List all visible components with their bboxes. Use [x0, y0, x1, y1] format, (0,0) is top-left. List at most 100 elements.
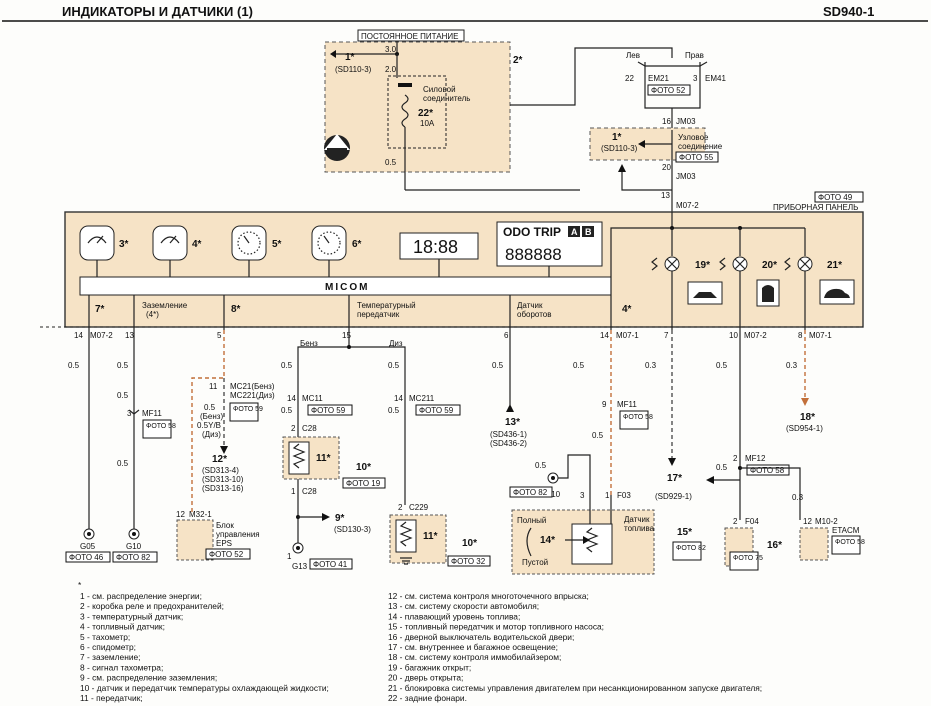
svg-text:2: 2: [291, 424, 296, 433]
svg-text:1: 1: [291, 487, 296, 496]
legend-item: 18 - см. систему контроля иммобилайзером…: [388, 652, 561, 662]
ref-2: 2*: [513, 55, 523, 66]
svg-text:(Диз): (Диз): [202, 430, 221, 439]
svg-text:(Бенз): (Бенз): [200, 412, 223, 421]
lower-wiring: 0.5 G05 ФОТО 46 0.5 0.5 3 MF11 ФОТО 58 0…: [65, 330, 865, 575]
svg-text:16: 16: [662, 117, 671, 126]
svg-text:ФОТО 59: ФОТО 59: [419, 406, 454, 415]
svg-text:12: 12: [176, 510, 185, 519]
svg-text:0.3: 0.3: [786, 361, 798, 370]
svg-text:11: 11: [209, 382, 218, 391]
svg-text:EM41: EM41: [705, 74, 726, 83]
svg-text:F04: F04: [745, 517, 759, 526]
legend-item: 10 - датчик и передатчик температуры охл…: [80, 683, 329, 693]
svg-text:Узловое: Узловое: [678, 133, 709, 142]
legend-item: 1 - см. распределение энергии;: [80, 591, 202, 601]
svg-text:0.5: 0.5: [716, 361, 728, 370]
arrow-down-icon: [668, 458, 676, 466]
svg-text:0.5: 0.5: [385, 158, 397, 167]
svg-text:0.3: 0.3: [792, 493, 804, 502]
svg-text:M07-2: M07-2: [676, 201, 699, 210]
svg-text:MF12: MF12: [745, 454, 766, 463]
foto-58-tag: [142, 419, 172, 439]
legend-item: 5 - тахометр;: [80, 632, 130, 642]
svg-text:3: 3: [127, 409, 132, 418]
svg-text:G05: G05: [80, 542, 96, 551]
svg-text:5*: 5*: [272, 239, 282, 250]
svg-text:10*: 10*: [356, 462, 371, 473]
arrow-left-icon: [706, 476, 714, 484]
svg-text:19*: 19*: [695, 260, 710, 271]
svg-text:ФОТО 46: ФОТО 46: [69, 553, 104, 562]
svg-text:ФОТО 58: ФОТО 58: [623, 414, 653, 421]
svg-text:Датчик: Датчик: [624, 515, 650, 524]
power-block: ПОСТОЯННОЕ ПИТАНИЕ 2* 1* (SD110-3) 3.0 2…: [324, 29, 580, 191]
svg-text:(4*): (4*): [146, 310, 159, 319]
arrow-left-icon: [638, 140, 645, 148]
svg-text:соединение: соединение: [678, 142, 723, 151]
svg-text:M07-2: M07-2: [90, 331, 113, 340]
svg-text:0.5: 0.5: [573, 361, 585, 370]
svg-text:1: 1: [287, 552, 292, 561]
arrow-up-icon: [618, 164, 626, 172]
svg-text:ФОТО 55: ФОТО 55: [679, 153, 714, 162]
svg-text:MICOM: MICOM: [325, 282, 369, 293]
svg-text:4*: 4*: [622, 304, 632, 315]
svg-text:6*: 6*: [352, 239, 362, 250]
svg-text:ФОТО 52: ФОТО 52: [651, 86, 686, 95]
svg-text:1*: 1*: [612, 132, 622, 143]
svg-text:11*: 11*: [316, 453, 331, 464]
svg-text:5: 5: [217, 331, 222, 340]
svg-text:ФОТО 82: ФОТО 82: [116, 553, 151, 562]
svg-text:0.5: 0.5: [388, 361, 400, 370]
svg-text:M07-1: M07-1: [616, 331, 639, 340]
svg-text:Пустой: Пустой: [522, 558, 548, 567]
legend-item: 14 - плавающий уровень топлива;: [388, 611, 520, 621]
svg-text:0.5: 0.5: [204, 403, 216, 412]
svg-text:13: 13: [661, 191, 670, 200]
legend-item: 4 - топливный датчик;: [80, 622, 165, 632]
svg-text:4*: 4*: [192, 239, 202, 250]
svg-text:12*: 12*: [212, 454, 227, 465]
ground-icon: [400, 557, 412, 565]
fuse-icon: [401, 94, 409, 128]
legend-item: 6 - спидометр;: [80, 642, 136, 652]
svg-text:EPS: EPS: [216, 539, 232, 548]
fuel-level-resistor-icon: [571, 523, 613, 565]
foto-49-tag: [814, 191, 864, 203]
svg-text:ODO TRIP: ODO TRIP: [503, 225, 561, 239]
svg-text:управления: управления: [216, 530, 260, 539]
svg-text:Прав: Прав: [685, 51, 704, 60]
fuse-relay-box: [324, 41, 511, 173]
svg-text:B: B: [585, 227, 592, 237]
legend-item: 16 - дверной выключатель водительской дв…: [388, 632, 574, 642]
foto-19-tag: [342, 477, 386, 489]
svg-text:3: 3: [693, 74, 698, 83]
svg-text:ФОТО 52: ФОТО 52: [209, 550, 244, 559]
svg-text:0.5: 0.5: [68, 361, 80, 370]
svg-text:3*: 3*: [119, 239, 129, 250]
float-arc-icon: [526, 527, 532, 557]
svg-text:13: 13: [125, 331, 134, 340]
foto-46-tag: [65, 551, 111, 563]
svg-text:Полный: Полный: [517, 516, 546, 525]
svg-text:0.5: 0.5: [535, 461, 547, 470]
svg-text:MC221(Диз): MC221(Диз): [230, 391, 275, 400]
instrument-cluster: 3* 4* 5* 6* 18:88 ODO TRIP A B 888888 MI…: [64, 211, 864, 330]
svg-text:12: 12: [803, 517, 812, 526]
legend-item: 2 - коробка реле и предохранителей;: [80, 601, 224, 611]
svg-text:7: 7: [664, 331, 669, 340]
foto-59c-tag: [415, 404, 461, 416]
svg-text:Силовой: Силовой: [423, 85, 456, 94]
svg-text:18*: 18*: [800, 412, 815, 423]
svg-text:M07-1: M07-1: [809, 331, 832, 340]
svg-text:0.3: 0.3: [645, 361, 657, 370]
svg-text:2: 2: [398, 503, 403, 512]
foto-58c-tag: [746, 464, 790, 476]
svg-text:21*: 21*: [827, 260, 842, 271]
svg-text:(SD313-10): (SD313-10): [202, 475, 244, 484]
legend-item: 22 - задние фонари.: [388, 693, 467, 703]
svg-text:18:88: 18:88: [413, 237, 458, 257]
svg-text:F03: F03: [617, 491, 631, 500]
svg-text:MF11: MF11: [142, 409, 162, 418]
